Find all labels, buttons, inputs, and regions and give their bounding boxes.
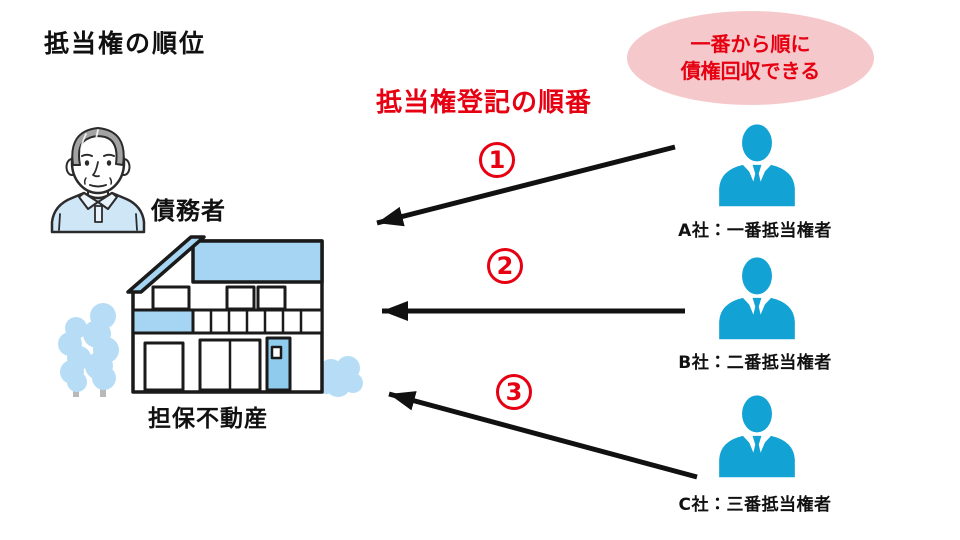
order-heading: 抵当権登記の順番 xyxy=(376,88,593,118)
callout-line-2: 債権回収できる xyxy=(680,59,821,83)
page-title: 抵当権の順位 xyxy=(44,29,207,58)
arrow-1 xyxy=(376,144,676,227)
creditor-label-c: C社：三番抵当権者 xyxy=(678,495,832,515)
step-2-badge: 2 xyxy=(487,248,523,284)
step-1-badge: 1 xyxy=(479,142,515,178)
creditor-label-b: B社：二番抵当権者 xyxy=(678,353,832,373)
tree-illustration-left xyxy=(58,303,119,397)
house-illustration xyxy=(126,235,324,394)
arrow-3 xyxy=(388,391,698,480)
callout-bubble: 一番から順に 債権回収できる xyxy=(627,11,874,105)
callout-line-1: 一番から順に xyxy=(690,32,811,56)
businessperson-icon-b xyxy=(719,257,795,340)
creditor-label-a: A社：一番抵当権者 xyxy=(678,221,832,241)
businessperson-icon-c xyxy=(719,395,795,478)
debtor-illustration xyxy=(50,127,146,234)
property-label: 担保不動産 xyxy=(148,406,268,432)
debtor-label: 債務者 xyxy=(151,197,226,225)
businessperson-icon-a xyxy=(719,124,795,207)
step-3-badge: 3 xyxy=(496,374,532,410)
